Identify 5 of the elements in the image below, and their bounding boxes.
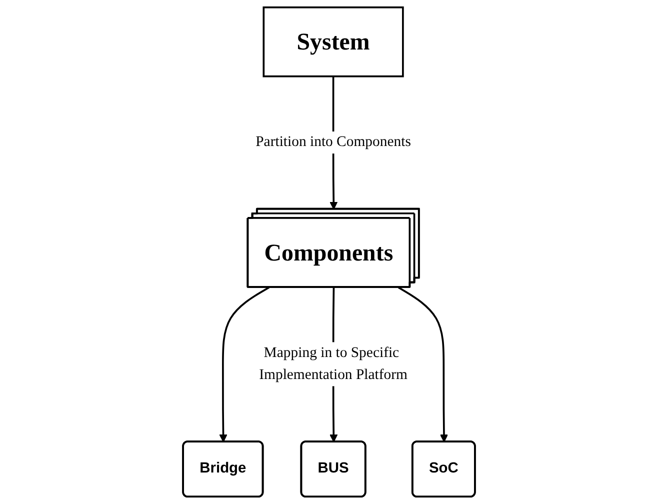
- arrow: [398, 286, 448, 442]
- node-box: System: [262, 6, 404, 78]
- edge-label: Mapping in to Specific Implementation Platform: [259, 344, 408, 383]
- edge-label: Partition into Components: [256, 134, 411, 150]
- arrow: [219, 286, 270, 442]
